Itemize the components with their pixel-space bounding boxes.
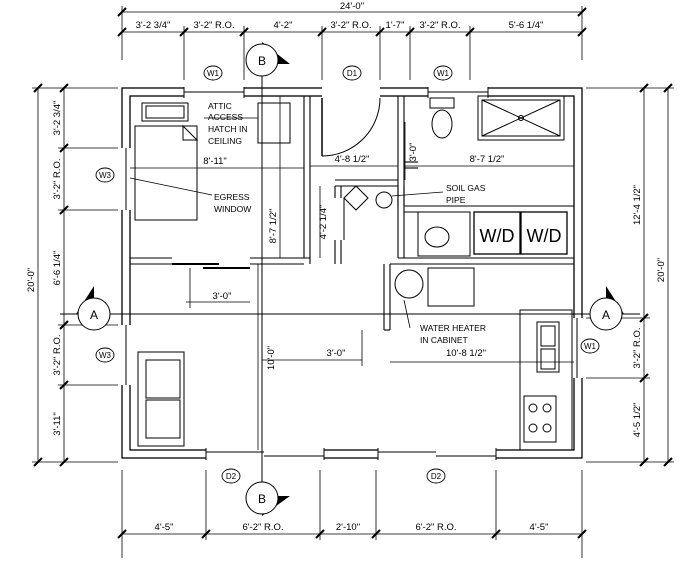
dryer-label: W/D <box>527 226 562 246</box>
tag-d2-left: D2 <box>226 472 237 481</box>
egress-label-1: EGRESS <box>214 192 250 202</box>
attic-label-4: CEILING <box>208 136 242 146</box>
vanity <box>417 211 471 257</box>
sink-bowl <box>424 226 450 248</box>
water-heater-cabinet <box>427 267 475 307</box>
tag-w3-lower: W3 <box>99 351 112 360</box>
overall-height-right: 20'-0" <box>656 258 667 282</box>
dimension-labels: 24'-0" 3'-2 3/4" 3'-2" R.O. 4'-2" 3'-2" … <box>26 1 667 533</box>
bath-door-dim: 3'-0" <box>408 143 419 162</box>
section-b-top: B <box>258 54 266 68</box>
water-heater-label-2: IN CABINET <box>420 335 468 345</box>
tag-w1-top-left: W1 <box>207 69 220 78</box>
top-dim-1: 3'-2 3/4" <box>136 20 171 31</box>
attic-label-1: ATTIC <box>208 101 232 111</box>
tag-d1: D1 <box>347 69 358 78</box>
top-dim-2: 3'-2" R.O. <box>193 20 234 31</box>
right-dim-2: 3'-2" R.O. <box>632 327 643 368</box>
toilet-tank <box>429 97 455 109</box>
kitchen-counter <box>519 309 573 451</box>
bottom-dim-1: 4'-5" <box>155 522 174 533</box>
washer <box>473 211 521 255</box>
bed <box>134 125 198 221</box>
kitchen-sink <box>536 321 560 373</box>
pillow <box>141 102 189 122</box>
living-gap-dim: 3'-0" <box>327 348 346 359</box>
left-dim-3: 6'-6 1/4" <box>52 251 63 286</box>
top-dim-5: 1'-7" <box>386 20 405 31</box>
soil-gas-label-2: PIPE <box>446 195 466 205</box>
interior-walls <box>130 96 574 331</box>
bedroom-width-dim: 8'-11" <box>203 156 227 167</box>
left-dim-4: 3'-2" R.O. <box>52 334 63 375</box>
tag-w3-upper: W3 <box>99 171 112 180</box>
exterior-walls <box>121 87 583 459</box>
left-dim-5: 3'-11" <box>52 412 63 436</box>
bedroom-depth-dim: 8'-7 1/2" <box>268 209 279 244</box>
section-a-left: A <box>90 308 98 322</box>
left-dim-2: 3'-2" R.O. <box>52 158 63 199</box>
right-dim-1: 12'-4 1/2" <box>632 185 643 225</box>
attic-label-2: ACCESS <box>208 112 243 122</box>
bottom-dim-5: 4'-5" <box>530 522 549 533</box>
annotations: ATTIC ACCESS HATCH IN CEILING EGRESS WIN… <box>129 101 562 345</box>
left-dim-1: 3'-2 3/4" <box>52 101 63 136</box>
living-depth-dim: 10'-0" <box>266 346 277 370</box>
closet-gap-dim: 3'-0" <box>213 291 232 302</box>
range <box>523 395 557 443</box>
bottom-dim-4: 6'-2" R.O. <box>415 522 456 533</box>
top-dim-4: 3'-2" R.O. <box>330 20 371 31</box>
hall-width-dim: 4'-8 1/2" <box>335 154 370 165</box>
attic-label-3: HATCH IN <box>208 124 248 134</box>
section-markers: B B A A <box>76 42 624 516</box>
water-heater-label-1: WATER HEATER <box>420 323 486 333</box>
dryer <box>520 211 568 255</box>
shower <box>477 95 565 141</box>
overall-height-left: 20'-0" <box>26 268 37 292</box>
front-door <box>321 97 381 157</box>
sofa <box>137 351 185 447</box>
washer-label: W/D <box>480 226 515 246</box>
bath-width-dim: 8'-7 1/2" <box>470 154 505 165</box>
attic-hatch <box>257 102 291 144</box>
soil-gas-label-1: SOIL GAS <box>446 183 486 193</box>
kitchen-width-dim: 10'-8 1/2" <box>446 348 486 359</box>
bottom-dim-2: 6'-2" R.O. <box>242 522 283 533</box>
tags: W1 D1 W1 W3 W3 W1 D2 D2 <box>95 65 600 484</box>
bottom-dim-3: 2'-10" <box>336 522 360 533</box>
toilet-bowl <box>431 109 453 139</box>
section-a-right: A <box>602 308 610 322</box>
tag-w1-top-right: W1 <box>437 69 450 78</box>
dimension-ticks <box>33 7 673 539</box>
water-heater <box>394 269 424 299</box>
right-dim-3: 4'-5 1/2" <box>632 403 643 438</box>
top-dim-6: 3'-2" R.O. <box>419 20 460 31</box>
hall-depth-dim: 4'-2 1/4" <box>318 205 329 240</box>
top-dim-7: 5'-6 1/4" <box>509 20 544 31</box>
fixtures <box>134 95 573 451</box>
soil-gas-pipe <box>375 191 393 209</box>
tag-w1-right: W1 <box>584 342 597 351</box>
section-b-bottom: B <box>258 492 266 506</box>
overall-width-label: 24'-0" <box>340 1 364 12</box>
tag-d2-right: D2 <box>431 472 442 481</box>
top-dim-3: 4'-2" <box>274 20 293 31</box>
wall-openings <box>121 87 583 460</box>
egress-label-2: WINDOW <box>214 204 251 214</box>
